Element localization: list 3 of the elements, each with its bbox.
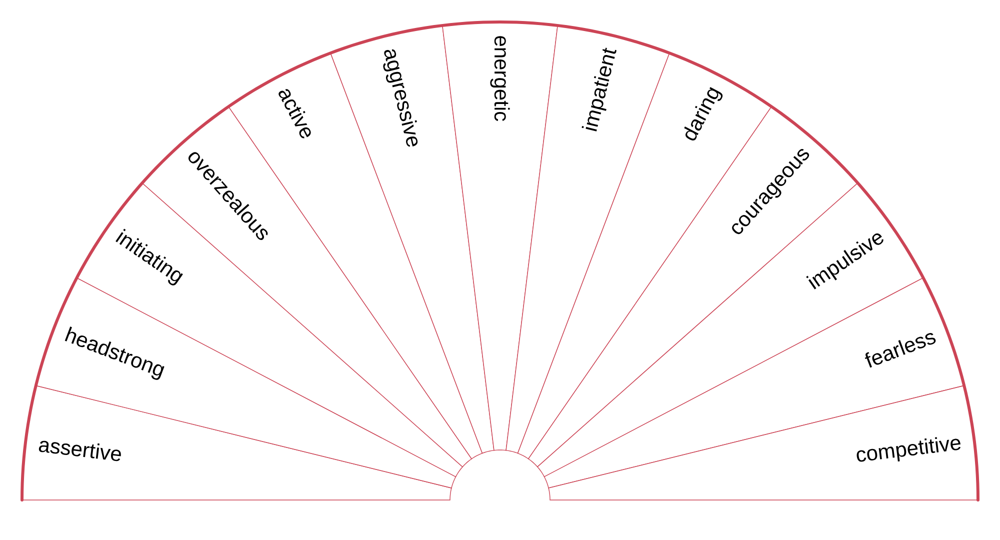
wedge-segment: energetic <box>442 22 558 451</box>
wedge-segment: assertive <box>22 385 452 500</box>
wedge-segment: competitive <box>548 385 978 500</box>
